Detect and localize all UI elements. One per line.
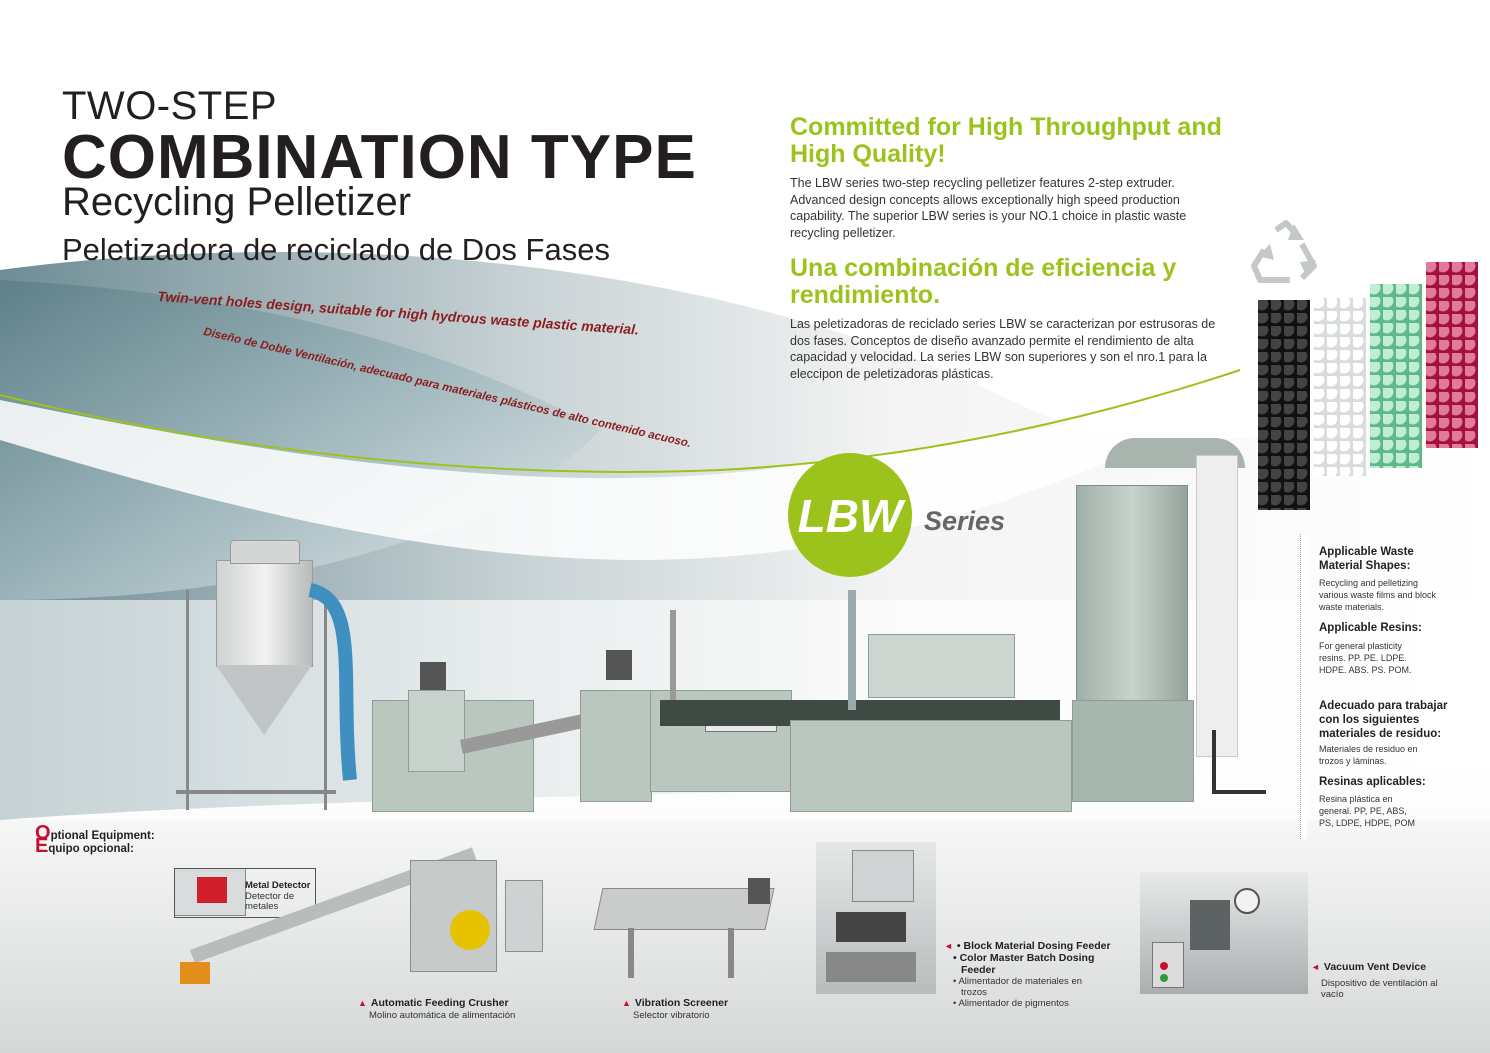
- screener-caption-es: Selector vibratorio: [633, 1010, 710, 1021]
- resin-pellets-white: [1314, 298, 1366, 476]
- series-label: Series: [924, 506, 1006, 536]
- title-combination-type: COMBINATION TYPE: [62, 123, 697, 192]
- lbw-mark: LBW: [797, 490, 903, 542]
- metal-detector-en: Metal Detector: [245, 880, 311, 891]
- title-two-step: TWO-STEP: [62, 84, 278, 128]
- vent-column: [848, 590, 856, 710]
- extruder-one-feed: [408, 690, 465, 772]
- hopper-body: [216, 560, 313, 667]
- resinas-body: Resina plástica en general. PP, PE, ABS,…: [1319, 794, 1416, 828]
- shapes-heading: Applicable Waste Material Shapes:: [1319, 546, 1414, 572]
- resin-pellets-red: [1426, 262, 1478, 448]
- crusher-caption-en: ▲Automatic Feeding Crusher: [358, 997, 509, 1009]
- silo-stairs: [1212, 730, 1266, 794]
- dosing-feeder-photo: [816, 842, 936, 994]
- body-es: Las peletizadoras de reciclado series LB…: [790, 317, 1216, 381]
- heading-es: Una combinación de eficiencia y rendimie…: [790, 254, 1177, 309]
- side-divider: [1300, 534, 1307, 839]
- resin-pellets-black: [1258, 300, 1310, 510]
- feed-hose: [308, 583, 357, 781]
- silo-base: [1072, 700, 1194, 802]
- vacuum-caption-es: Dispositivo de ventilación al vacío: [1321, 978, 1438, 1000]
- dosing-item-1: ◄• Block Material Dosing Feeder: [944, 940, 1111, 952]
- main-frame: [790, 720, 1072, 812]
- resins-body: For general plasticity resins. PP. PE. L…: [1319, 641, 1412, 675]
- extruder-two-motor: [606, 650, 632, 680]
- title-spanish: Peletizadora de reciclado de Dos Fases: [62, 232, 610, 267]
- dosing-item-4: • Alimentador de pigmentos: [953, 998, 1069, 1009]
- resins-heading: Applicable Resins:: [1319, 622, 1422, 634]
- heading-en: Committed for High Throughput and High Q…: [790, 113, 1222, 168]
- dosing-item-3: • Alimentador de materiales en trozos: [953, 976, 1083, 998]
- hopper-cone: [216, 665, 312, 735]
- filter-bag: [1196, 455, 1238, 757]
- dosing-item-2: • Color Master Batch Dosing Feeder: [953, 952, 1095, 976]
- metal-detector-es: Detector de metales: [245, 891, 295, 912]
- hopper-stand: [176, 590, 336, 810]
- vacuum-vent-photo: [1140, 872, 1308, 994]
- dosing-caption-list: ◄• Block Material Dosing Feeder • Color …: [944, 940, 1124, 1009]
- recycle-icon: [1251, 220, 1317, 283]
- lbw-badge: LBW: [788, 453, 912, 577]
- adecuado-body: Materiales de residuo en trozos y lámina…: [1319, 744, 1418, 766]
- resinas-heading: Resinas aplicables:: [1319, 776, 1426, 788]
- optional-equipment-label: Optional Equipment: Equipo opcional:: [35, 822, 155, 857]
- crusher-caption-es: Molino automática de alimentación: [369, 1010, 516, 1021]
- vent-pipe: [670, 610, 676, 700]
- extruder-one-motor: [420, 662, 446, 690]
- crusher-photo: [180, 847, 550, 1000]
- adecuado-heading: Adecuado para trabajar con los siguiente…: [1319, 700, 1448, 740]
- metal-detector-frame: [174, 868, 316, 918]
- body-en: The LBW series two-step recycling pellet…: [790, 176, 1187, 240]
- hopper-lid: [230, 540, 300, 564]
- extruder-two-base: [580, 690, 652, 802]
- shapes-body: Recycling and pelletizing various waste …: [1319, 578, 1437, 612]
- title-recycling-pelletizer: Recycling Pelletizer: [62, 180, 412, 224]
- metal-detector-photo: [174, 868, 246, 916]
- screener-caption-en: ▲Vibration Screener: [622, 997, 729, 1009]
- vacuum-caption-en: ◄Vacuum Vent Device: [1311, 961, 1427, 973]
- heater-cabinet: [868, 634, 1015, 698]
- resin-pellets-green: [1370, 284, 1422, 468]
- silo-body: [1076, 485, 1188, 702]
- screener-photo: [588, 868, 778, 988]
